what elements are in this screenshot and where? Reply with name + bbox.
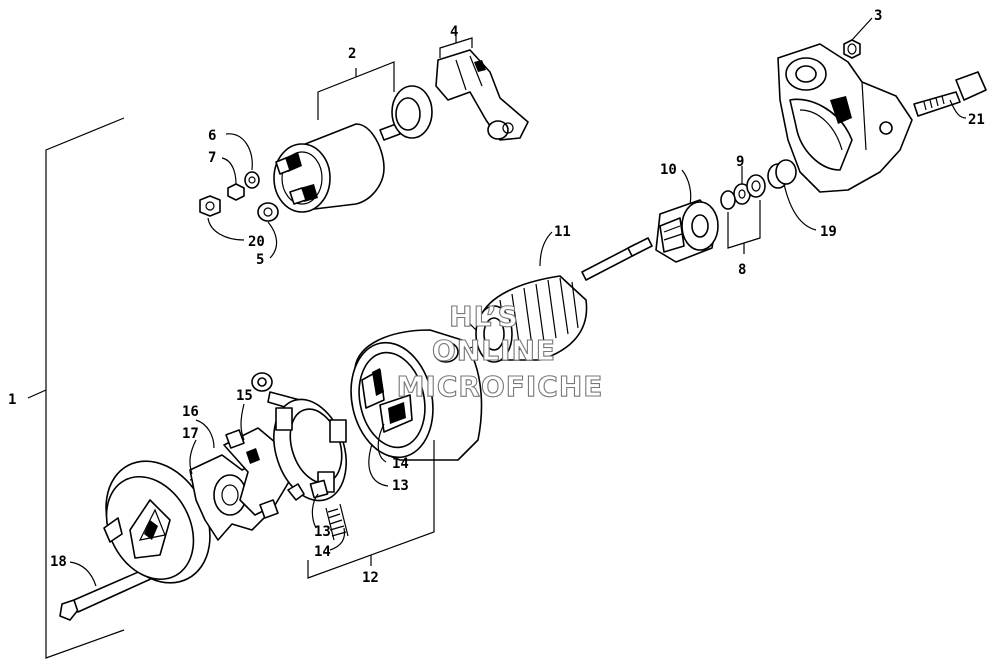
brush-and-spring <box>309 479 349 541</box>
callout-16: 16 <box>182 404 199 420</box>
drive-pinion <box>655 199 719 263</box>
drive-housing <box>777 43 913 193</box>
callout-21: 21 <box>968 112 985 128</box>
callout-6: 6 <box>208 128 216 144</box>
solenoid <box>273 123 401 213</box>
callout-9: 9 <box>736 154 744 170</box>
washer-stack-8 <box>720 174 766 210</box>
bushing-19 <box>767 159 797 189</box>
callout-15: 15 <box>236 388 253 404</box>
callout-11: 11 <box>554 224 571 240</box>
watermark-line-1: HL’S <box>449 300 519 333</box>
watermark: HL’S ONLINE MICROFICHE <box>396 299 604 403</box>
leader-lines <box>27 17 967 659</box>
callout-1: 1 <box>8 392 16 408</box>
watermark-line-2: ONLINE <box>432 334 556 367</box>
callout-4: 4 <box>450 24 458 40</box>
callout-5: 5 <box>256 252 264 268</box>
callout-12: 12 <box>362 570 379 586</box>
callout-14-lower: 14 <box>314 544 331 560</box>
plunger-cap <box>391 85 433 139</box>
callout-7: 7 <box>208 150 216 166</box>
washer-6 <box>244 171 260 189</box>
callout-2: 2 <box>348 46 356 62</box>
callout-17: 17 <box>182 426 199 442</box>
callout-19: 19 <box>820 224 837 240</box>
shift-lever <box>435 49 529 141</box>
callout-labels: 1 2 3 4 5 6 7 8 9 10 11 12 13 13 14 14 1… <box>8 8 985 586</box>
brush-holder <box>251 372 347 502</box>
mounting-bolt-21 <box>913 71 987 117</box>
callout-10: 10 <box>660 162 677 178</box>
callout-8: 8 <box>738 262 746 278</box>
callout-14-upper: 14 <box>392 456 409 472</box>
yoke-field-frame <box>350 329 483 461</box>
watermark-line-3: MICROFICHE <box>397 370 604 403</box>
brush-plate-rear <box>189 427 291 541</box>
callout-13-lower: 13 <box>314 524 331 540</box>
nut-3 <box>843 39 861 59</box>
callout-3: 3 <box>874 8 882 24</box>
callout-20: 20 <box>248 234 265 250</box>
callout-13-upper: 13 <box>392 478 409 494</box>
washer-5 <box>257 202 279 222</box>
callout-18: 18 <box>50 554 67 570</box>
armature <box>469 237 653 363</box>
nut-7 <box>227 183 245 201</box>
end-cover <box>103 460 211 584</box>
nut-20 <box>199 195 221 217</box>
